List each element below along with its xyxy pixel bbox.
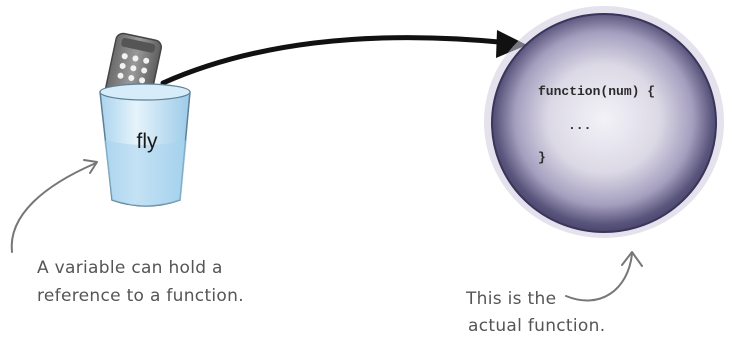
code-line-1: function(num) { — [538, 84, 655, 99]
function-circle — [492, 14, 716, 232]
variable-note-line-1: A variable can hold a — [37, 258, 223, 278]
variable-cup: fly — [100, 32, 190, 206]
function-note-line-1: This is the — [465, 289, 556, 309]
variable-note-arrow — [12, 160, 97, 252]
variable-name-label: fly — [137, 130, 159, 153]
function-note-arrow — [566, 252, 642, 300]
code-line-2: ... — [568, 118, 591, 133]
reference-arrow — [163, 30, 527, 83]
code-line-3: } — [538, 150, 546, 165]
variable-note-line-2: reference to a function. — [37, 286, 244, 306]
function-object: function(num) { ... } — [484, 6, 724, 238]
function-note-line-2: actual function. — [468, 316, 605, 336]
